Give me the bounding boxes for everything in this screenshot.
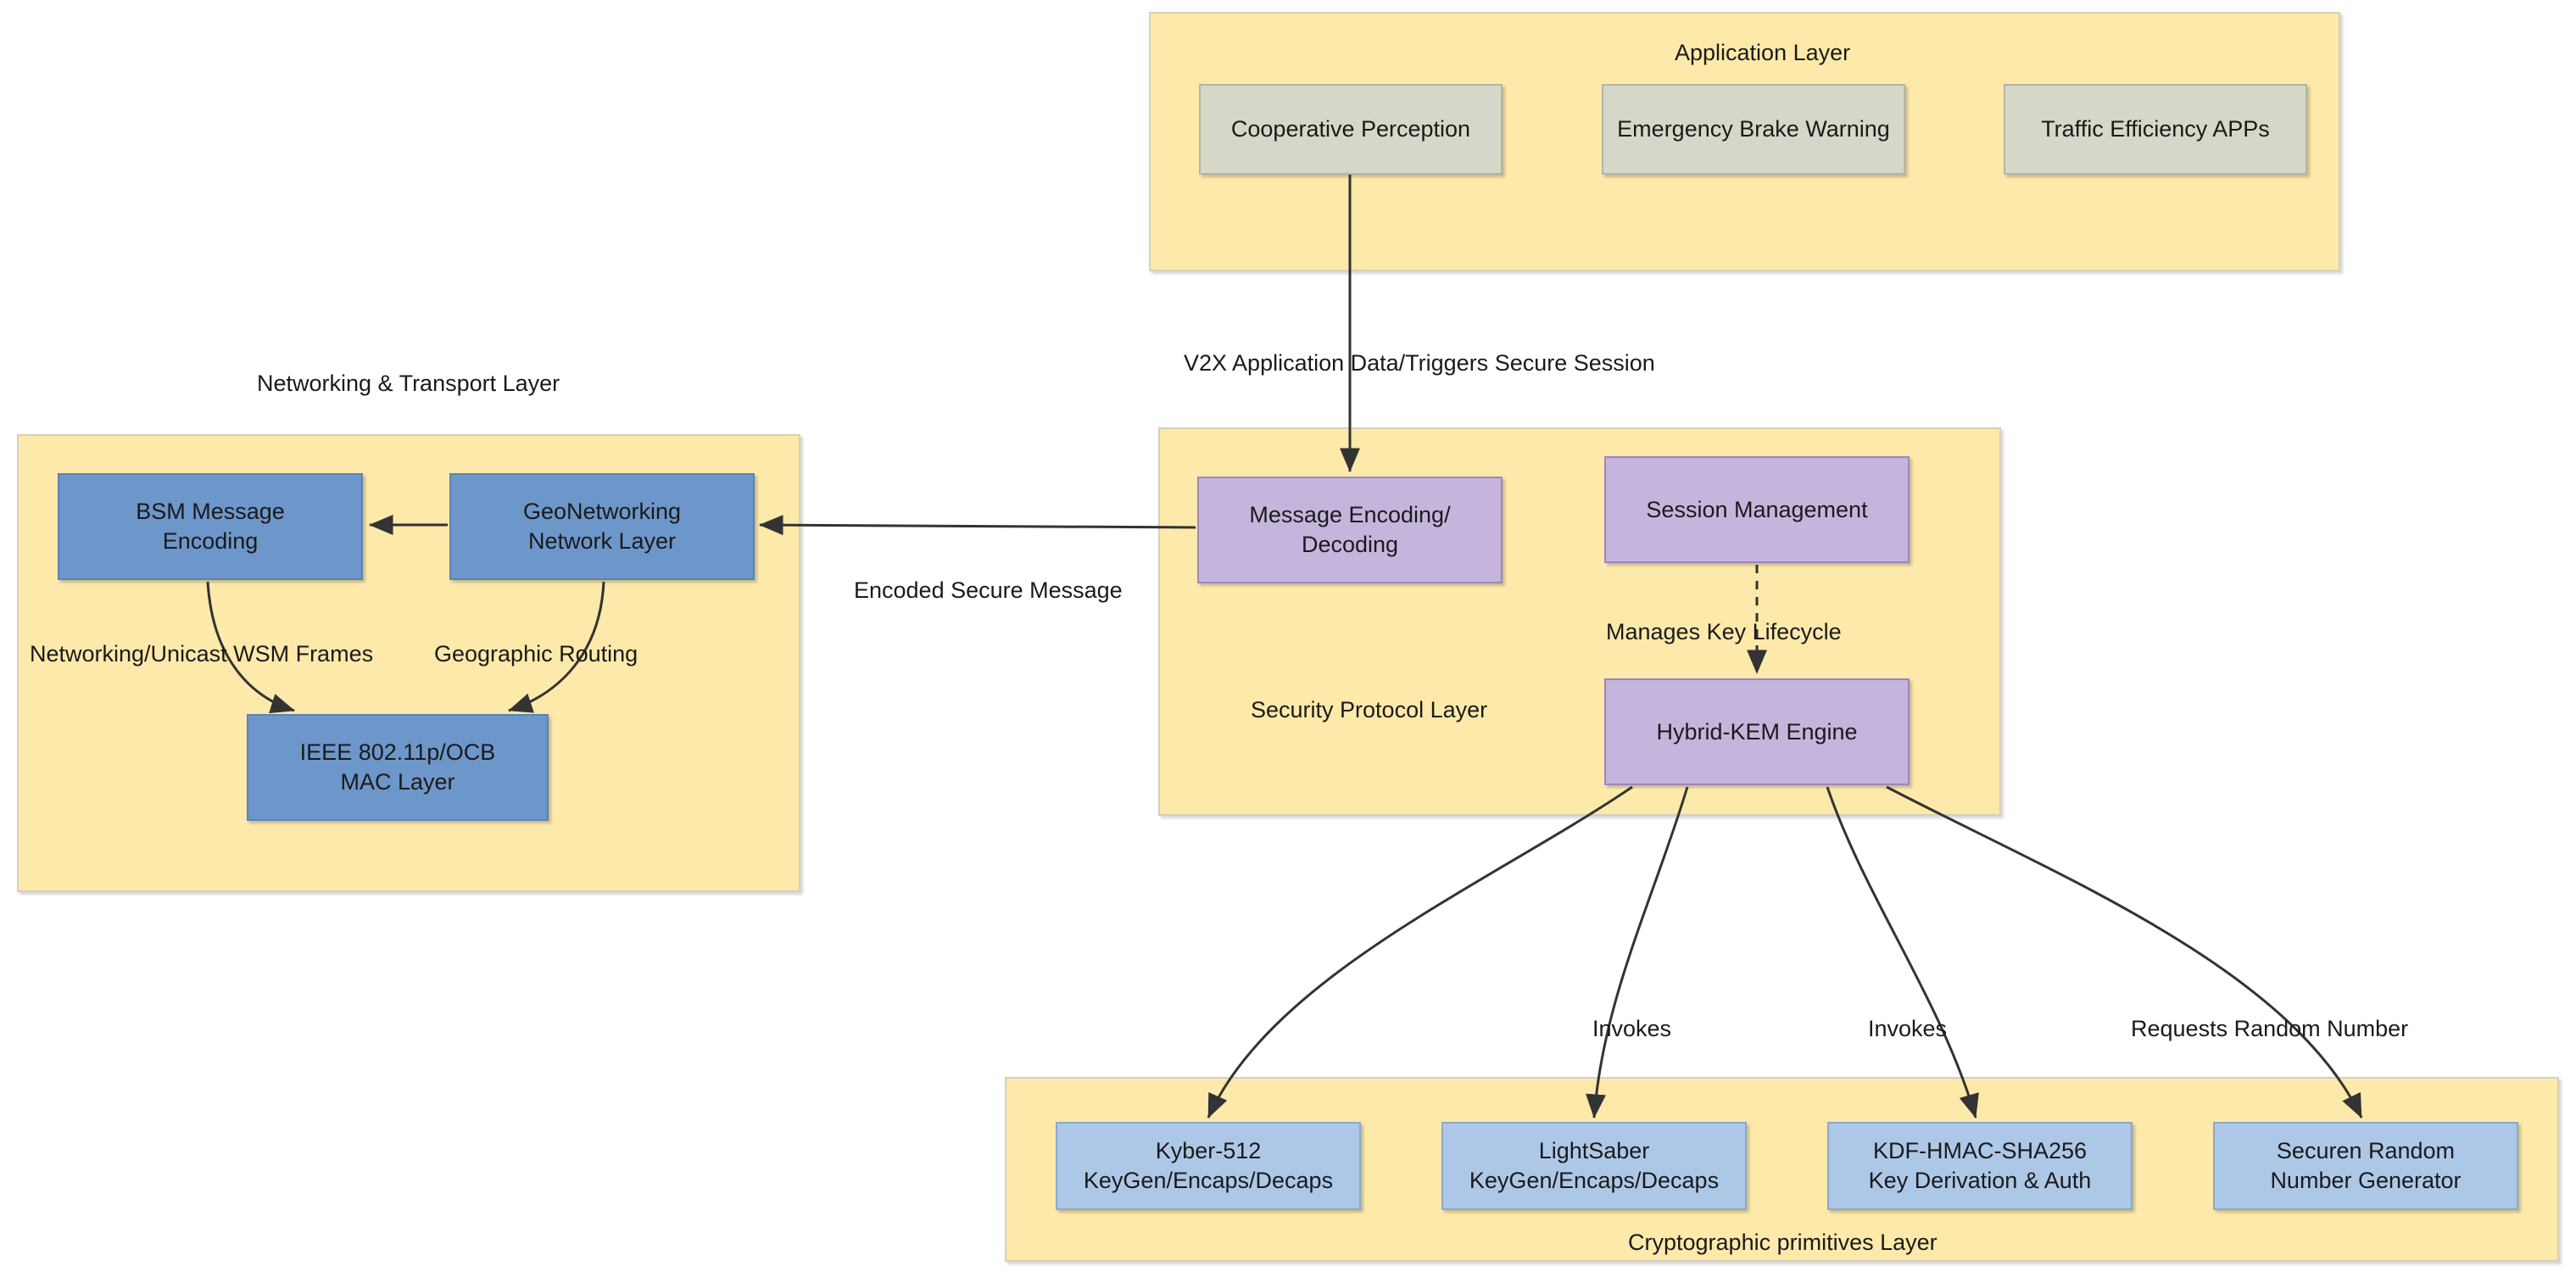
node-label: KDF-HMAC-SHA256 Key Derivation & Auth <box>1869 1136 2092 1195</box>
node-emergency-brake-warning[interactable]: Emergency Brake Warning <box>1602 84 1905 175</box>
node-label-line2: Decoding <box>1301 532 1399 557</box>
node-bsm-message-encoding[interactable]: BSM Message Encoding <box>58 473 363 580</box>
node-secure-random-number-generator[interactable]: Securen Random Number Generator <box>2213 1122 2518 1210</box>
edge-label-app-to-security: V2X Application Data/Triggers Secure Ses… <box>1184 350 1655 376</box>
node-label-line2: MAC Layer <box>340 769 455 795</box>
node-label: Emergency Brake Warning <box>1617 116 1890 142</box>
node-label-line2: KeyGen/Encaps/Decaps <box>1469 1168 1720 1193</box>
edge-kem-to-kdf <box>1826 786 1979 1118</box>
node-label: Cooperative Perception <box>1230 116 1471 142</box>
node-label: Traffic Efficiency APPs <box>2041 116 2270 142</box>
node-label-line1: LightSaber <box>1538 1138 1650 1164</box>
node-label: Session Management <box>1646 496 1868 522</box>
node-label: Hybrid-KEM Engine <box>1656 718 1858 745</box>
edge-kem-to-lightsaber <box>1586 786 1689 1118</box>
node-message-encoding-decoding[interactable]: Message Encoding/ Decoding <box>1197 477 1503 583</box>
node-label-line2: Network Layer <box>527 528 677 554</box>
node-kyber-512[interactable]: Kyber-512 KeyGen/Encaps/Decaps <box>1056 1122 1361 1210</box>
node-kdf-hmac-sha256[interactable]: KDF-HMAC-SHA256 Key Derivation & Auth <box>1827 1122 2133 1210</box>
node-label-line2: KeyGen/Encaps/Decaps <box>1083 1168 1334 1193</box>
node-label-line2: Encoding <box>162 528 259 554</box>
edge-label-session-to-kem: Manages Key Lifecycle <box>1606 619 1842 644</box>
node-label: Message Encoding/ Decoding <box>1249 500 1450 559</box>
edge-kem-to-kyber <box>1207 785 1633 1118</box>
node-label: Securen Random Number Generator <box>2270 1136 2461 1195</box>
node-label-line1: Kyber-512 <box>1155 1138 1262 1164</box>
edge-label-geonetworking-to-mac: Geographic Routing <box>434 641 638 667</box>
node-label: BSM Message Encoding <box>136 497 285 555</box>
node-label-line2: Number Generator <box>2270 1168 2462 1193</box>
node-hybrid-kem-engine[interactable]: Hybrid-KEM Engine <box>1604 678 1910 785</box>
edge-label-security-to-network: Encoded Secure Message <box>854 577 1123 603</box>
node-cooperative-perception[interactable]: Cooperative Perception <box>1199 84 1503 175</box>
node-label-line1: KDF-HMAC-SHA256 <box>1872 1138 2088 1164</box>
node-label-line1: Securen Random <box>2276 1138 2456 1164</box>
node-label-line1: Message Encoding/ <box>1249 502 1451 528</box>
node-label: IEEE 802.11p/OCB MAC Layer <box>300 738 496 796</box>
node-session-management[interactable]: Session Management <box>1604 456 1910 563</box>
node-label: Kyber-512 KeyGen/Encaps/Decaps <box>1084 1136 1333 1195</box>
security-protocol-layer-title: Security Protocol Layer <box>1251 697 1488 722</box>
edge-security-to-network <box>759 515 1196 536</box>
node-label-line1: BSM Message <box>136 499 285 525</box>
node-label: LightSaber KeyGen/Encaps/Decaps <box>1469 1136 1719 1195</box>
edge-label-kem-to-lightsaber: Invokes <box>1592 1016 1672 1041</box>
node-ieee-80211p-ocb-mac-layer[interactable]: IEEE 802.11p/OCB MAC Layer <box>247 714 549 821</box>
edge-label-kem-to-kdf: Invokes <box>1868 1016 1948 1041</box>
cryptographic-primitives-layer-title: Cryptographic primitives Layer <box>1628 1230 1938 1255</box>
application-layer-title: Application Layer <box>1675 40 1851 65</box>
edge-kem-to-rng <box>1886 785 2363 1118</box>
node-geonetworking-network-layer[interactable]: GeoNetworking Network Layer <box>449 473 755 580</box>
node-lightsaber[interactable]: LightSaber KeyGen/Encaps/Decaps <box>1441 1122 1747 1210</box>
edge-label-kem-to-rng: Requests Random Number <box>2131 1016 2409 1041</box>
node-label-line2: Key Derivation & Auth <box>1868 1168 2092 1193</box>
networking-transport-layer-title: Networking & Transport Layer <box>257 371 560 396</box>
node-label-line1: GeoNetworking <box>522 499 682 525</box>
node-traffic-efficiency-apps[interactable]: Traffic Efficiency APPs <box>2004 84 2307 175</box>
edge-label-bsm-to-mac: Networking/Unicast WSM Frames <box>30 641 374 667</box>
node-label: GeoNetworking Network Layer <box>523 497 681 555</box>
node-label-line1: IEEE 802.11p/OCB <box>299 739 496 766</box>
